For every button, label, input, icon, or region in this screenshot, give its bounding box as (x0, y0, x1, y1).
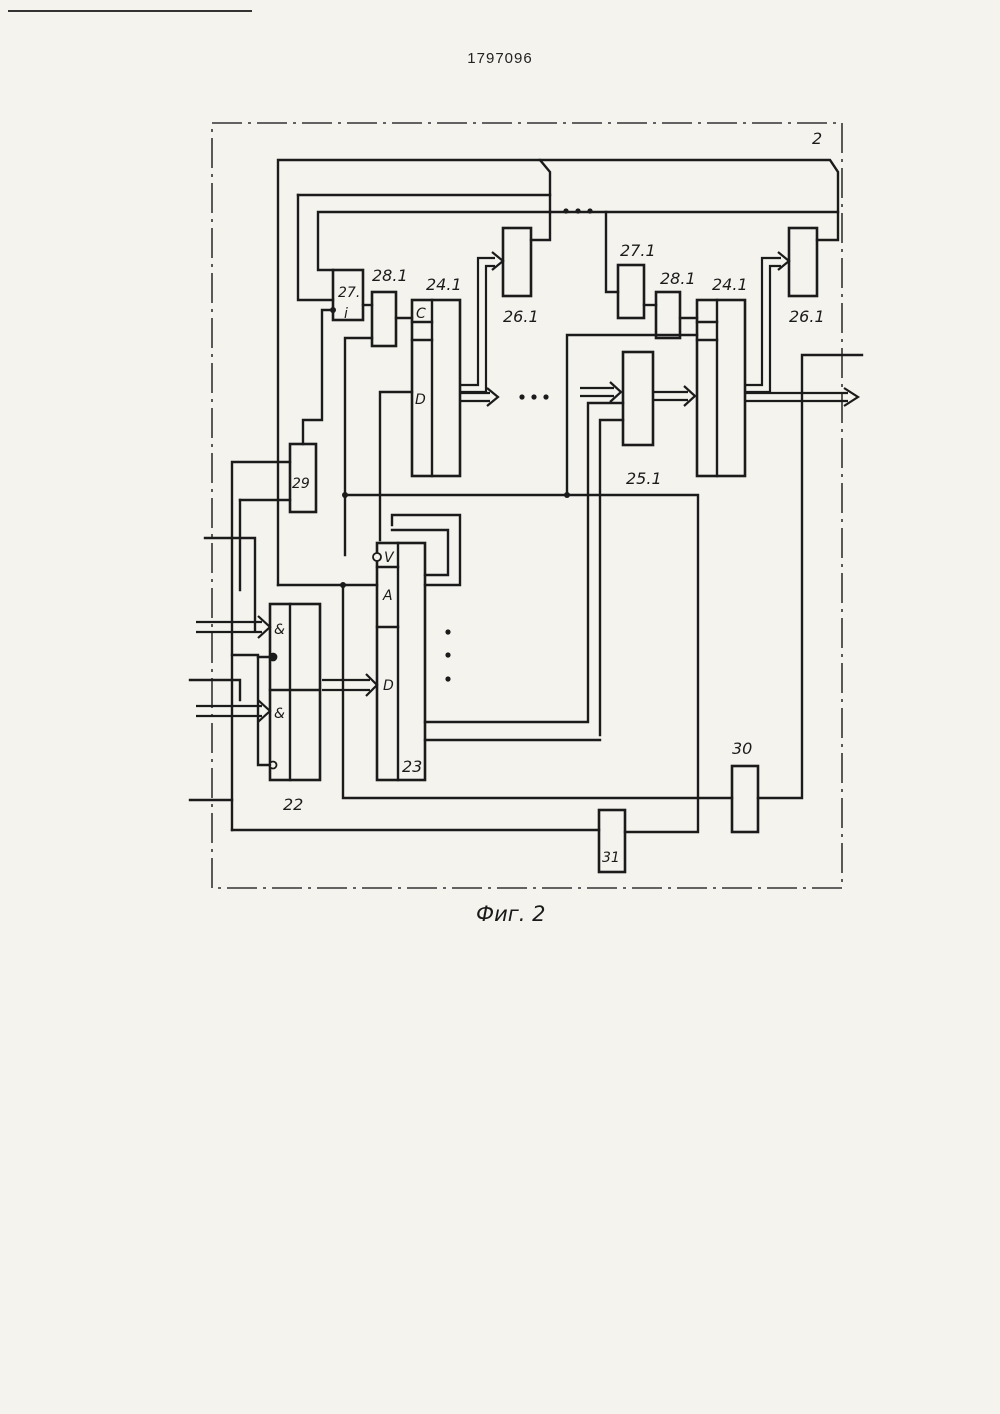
device-frame (212, 123, 842, 888)
block-27-left: 27. i (333, 270, 363, 322)
block-25: 25.1 (623, 352, 662, 488)
block-28-right-label: 28.1 (660, 269, 696, 288)
block-28-left: 28.1 (372, 266, 408, 346)
figure-caption: Фиг. 2 (476, 902, 545, 926)
block-26-left: 26.1 (503, 228, 539, 326)
and-gate-1-label: & (274, 622, 285, 638)
block-24-right-label: 24.1 (712, 275, 748, 294)
block-27-right: 27.1 (618, 241, 656, 318)
pin-d-23: D (383, 678, 394, 694)
block-29-label: 29 (292, 476, 310, 492)
pin-c: C (416, 306, 426, 322)
block-24-right: 24.1 (697, 275, 748, 476)
block-31: 31 (599, 810, 625, 872)
block-26-left-label: 26.1 (503, 307, 539, 326)
pin-v: V (384, 550, 395, 566)
block-31-label: 31 (602, 850, 620, 866)
block-22-label: 22 (283, 795, 303, 814)
and-gate-2-label: & (274, 706, 285, 722)
block-30: 30 (732, 739, 758, 832)
pin-d-24: D (415, 392, 426, 408)
block-28-right: 28.1 (656, 269, 696, 338)
block-26-right: 26.1 (789, 228, 825, 326)
block-28-left-label: 28.1 (372, 266, 408, 285)
ellipsis-marks (445, 208, 592, 681)
block-27-left-sublabel: i (344, 306, 348, 322)
block-24-left-label: 24.1 (426, 275, 462, 294)
block-25-label: 25.1 (626, 469, 662, 488)
frame-label: 2 (812, 129, 822, 148)
block-29: 29 (290, 444, 316, 512)
block-22: & & 22 (270, 604, 321, 814)
block-27-left-label: 27. (338, 285, 360, 301)
block-26-right-label: 26.1 (789, 307, 825, 326)
pin-a: A (382, 588, 393, 604)
block-27-right-label: 27.1 (620, 241, 656, 260)
block-23-label: 23 (402, 757, 422, 776)
block-23: V A D 23 (373, 543, 425, 780)
block-24-left: C D 24.1 (412, 275, 462, 476)
block-30-label: 30 (732, 739, 752, 758)
